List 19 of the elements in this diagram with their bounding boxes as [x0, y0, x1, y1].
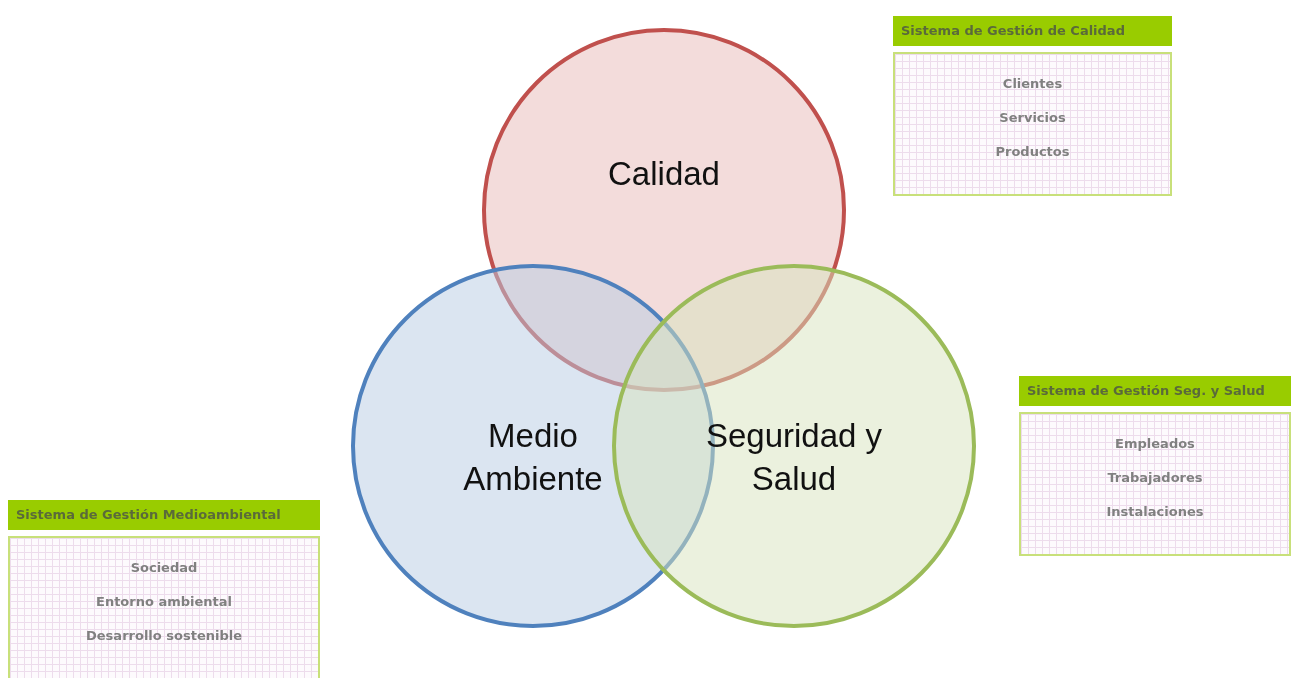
circle-label: Seguridad y Salud: [704, 416, 884, 499]
circle-label: Medio Ambiente: [462, 416, 604, 499]
info-panel: [8, 500, 320, 678]
list-item: Desarrollo sostenible: [86, 628, 242, 643]
panel-heading: Sistema de Gestión de Calidad: [893, 16, 1172, 46]
list-item: Instalaciones: [1106, 504, 1204, 519]
panel-heading: Sistema de Gestión Medioambiental: [8, 500, 320, 530]
info-panel: [893, 16, 1172, 196]
list-item: Sociedad: [130, 560, 198, 575]
circle-label: Calidad: [607, 154, 721, 194]
list-item: Trabajadores: [1107, 470, 1203, 485]
info-panel: [1019, 376, 1291, 556]
list-item: Productos: [995, 144, 1070, 159]
list-item: Clientes: [1002, 76, 1063, 91]
venn-circle: [612, 264, 976, 628]
list-item: Servicios: [999, 110, 1066, 125]
list-item: Entorno ambiental: [96, 594, 232, 609]
list-item: Empleados: [1115, 436, 1195, 451]
panel-heading: Sistema de Gestión Seg. y Salud: [1019, 376, 1291, 406]
